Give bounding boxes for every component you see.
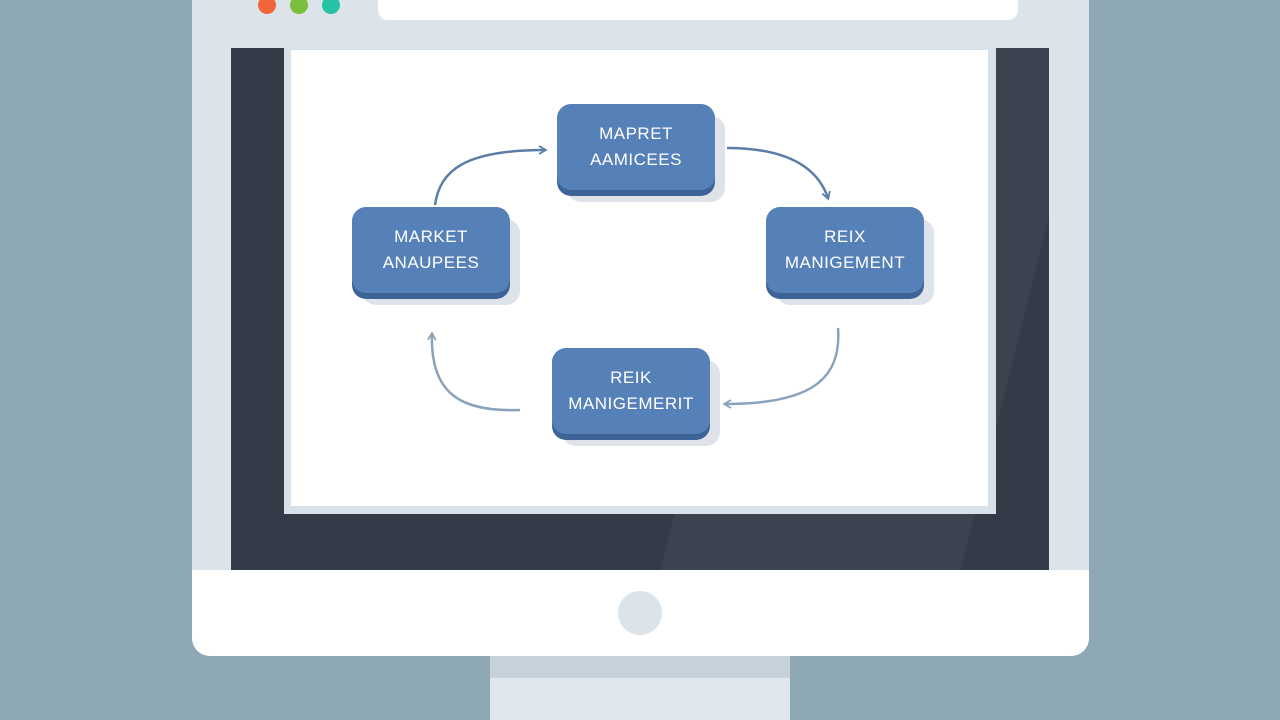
node-right[interactable]: REIX MANIGEMENT (766, 207, 924, 293)
node-left[interactable]: MARKET ANAUPEES (352, 207, 510, 293)
node-bottom-line2: MANIGEMERIT (568, 394, 694, 413)
address-bar[interactable] (378, 0, 1018, 20)
node-bottom[interactable]: REIK MANIGEMERIT (552, 348, 710, 434)
node-top-line1: MAPRET (599, 124, 673, 143)
node-top[interactable]: MAPRET AAMICEES (557, 104, 715, 190)
window-close-dot[interactable] (258, 0, 276, 14)
window-minimize-dot[interactable] (290, 0, 308, 14)
node-right-line2: MANIGEMENT (784, 253, 906, 272)
edge-bottom-to-left (432, 334, 521, 412)
edge-right-to-bottom (725, 327, 840, 404)
node-top-line2: AAMICEES (590, 150, 682, 169)
power-button[interactable] (618, 591, 662, 635)
node-left-line2: ANAUPEES (382, 253, 480, 272)
edge-top-to-right (726, 146, 828, 198)
edge-left-to-top (433, 150, 545, 206)
window-maximize-dot[interactable] (322, 0, 340, 14)
node-left-line1: MARKET (394, 227, 468, 246)
node-bottom-line1: REIK (610, 368, 652, 387)
node-right-line1: REIX (824, 227, 866, 246)
